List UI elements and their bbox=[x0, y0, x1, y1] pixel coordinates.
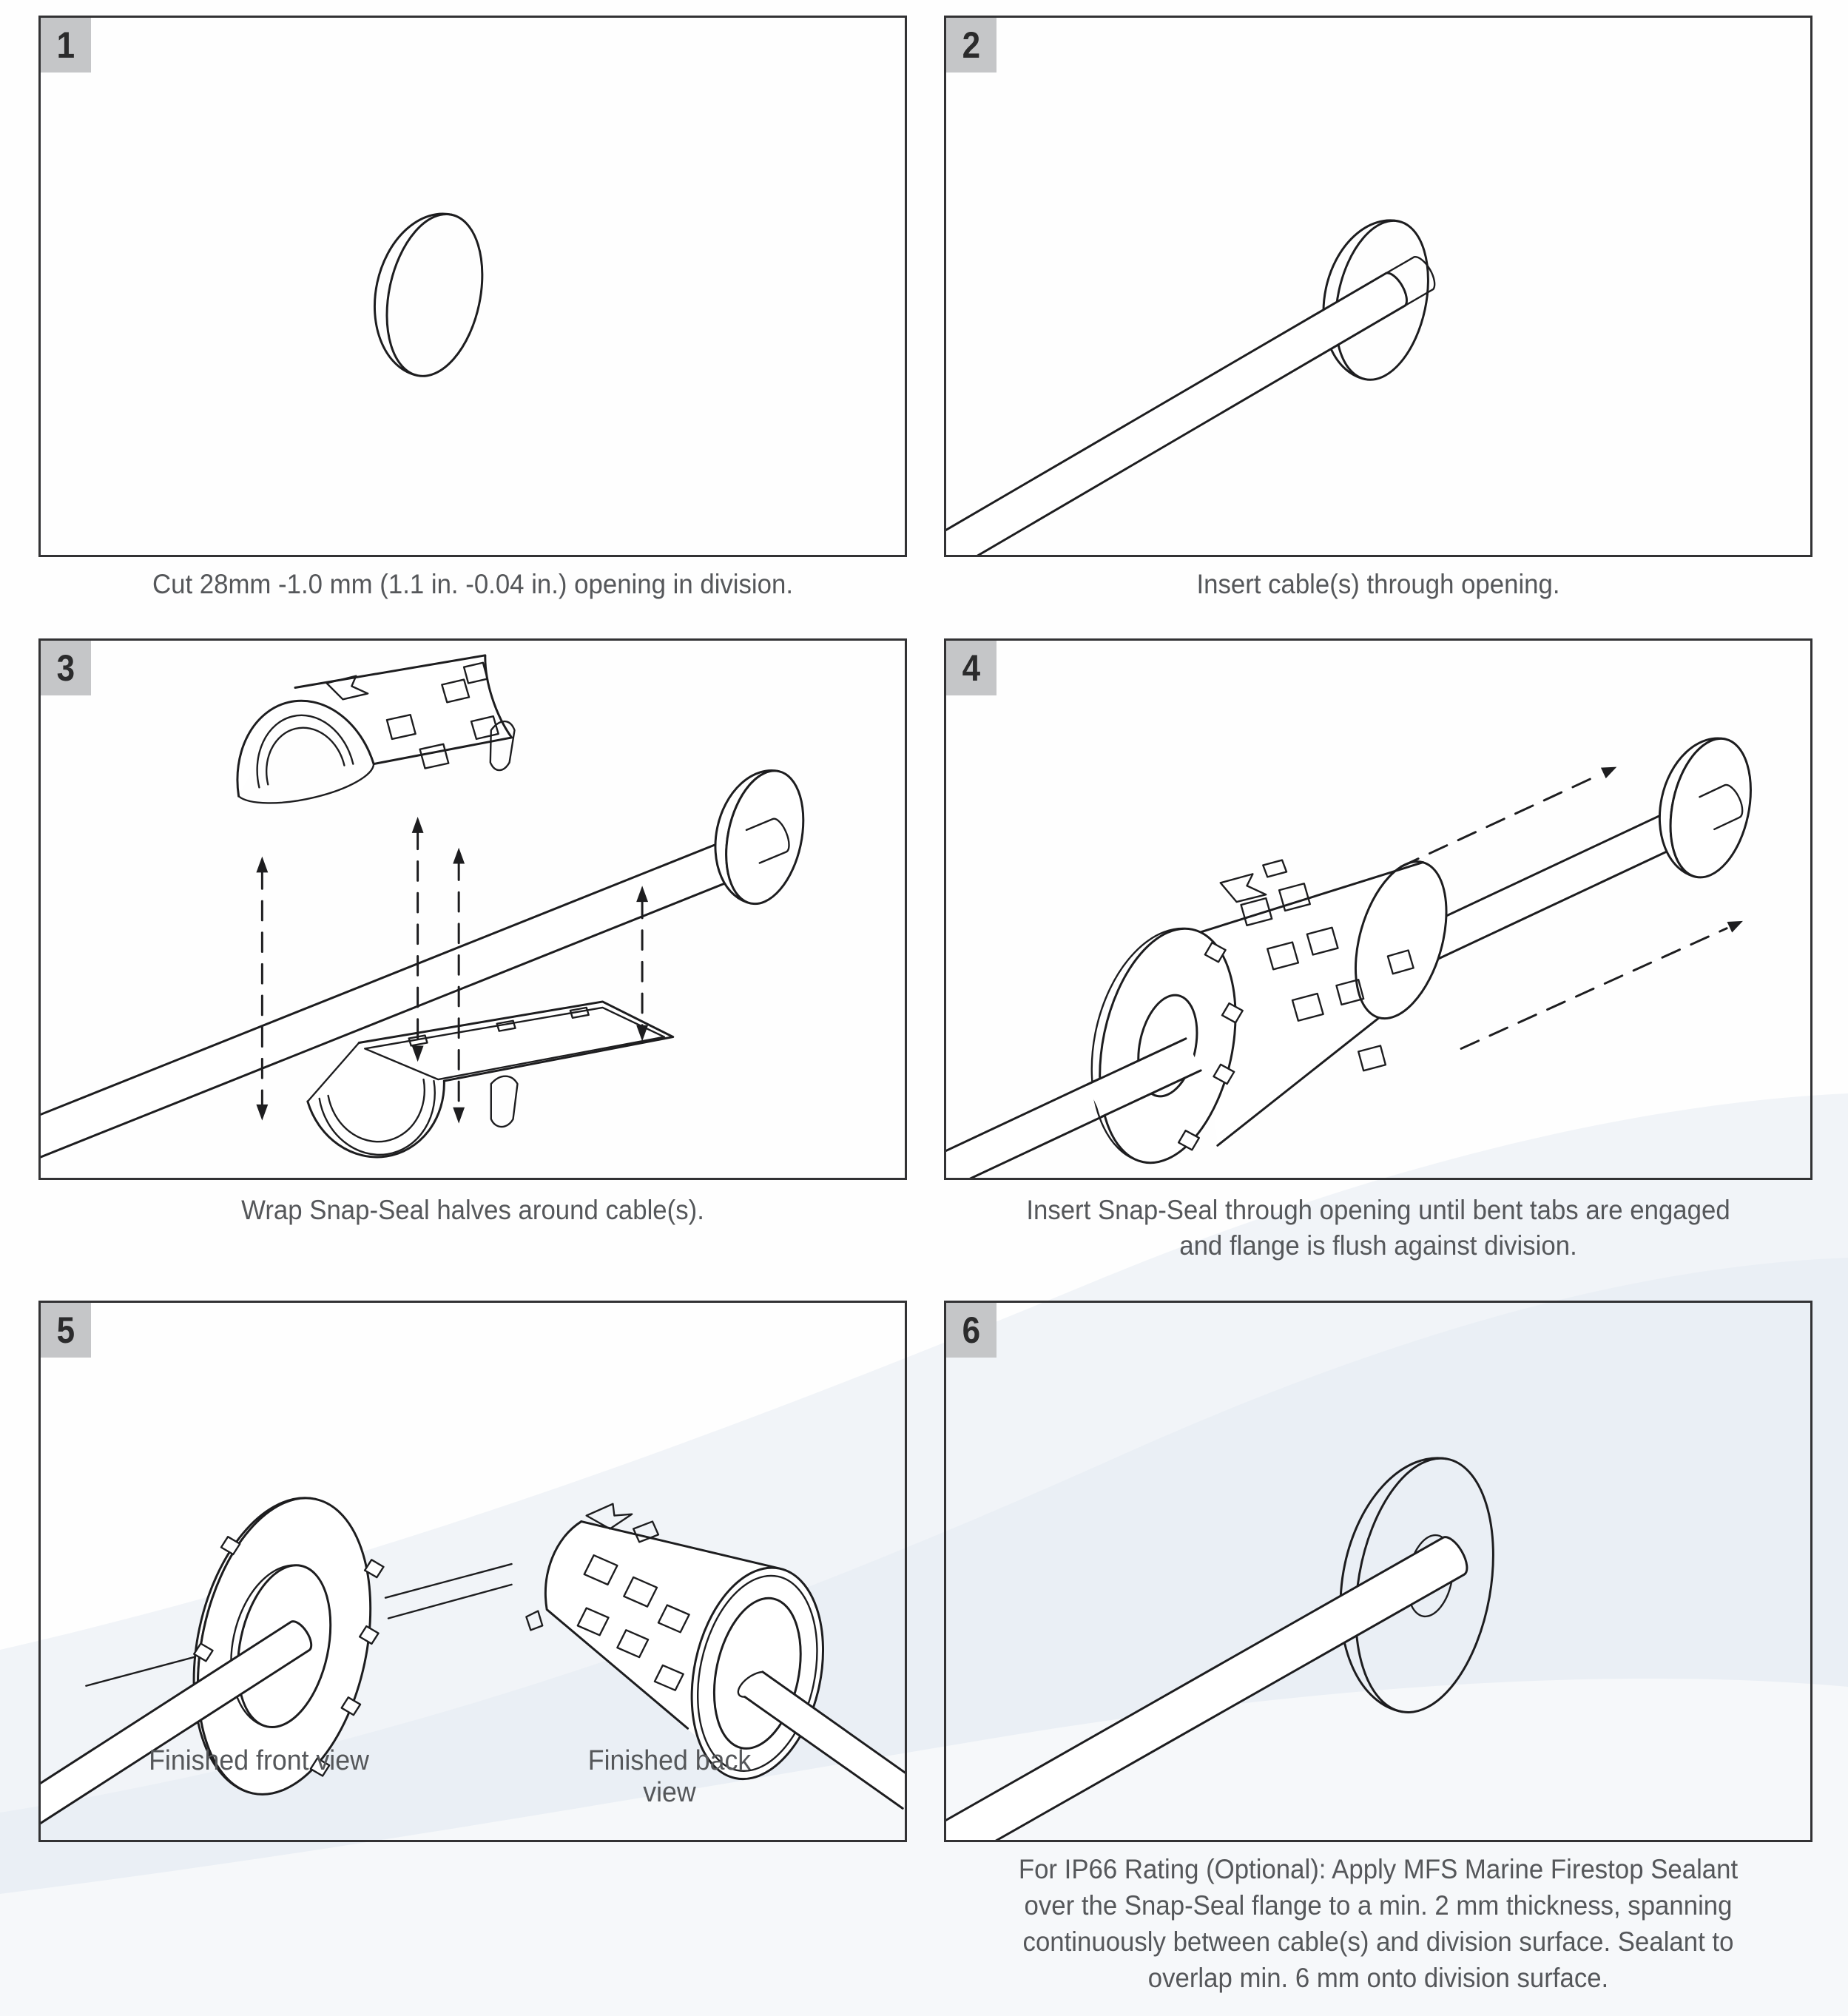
bent-tab bbox=[1219, 873, 1267, 903]
step-number-badge: 6 bbox=[946, 1303, 996, 1358]
latch-tab bbox=[489, 720, 516, 772]
step-number: 6 bbox=[962, 1309, 981, 1351]
step-panel-2: 2 bbox=[944, 16, 1812, 557]
cable-through-hole bbox=[1699, 783, 1744, 831]
step-number-badge: 2 bbox=[946, 18, 996, 73]
assembly-arrows bbox=[256, 817, 649, 1124]
finished-front-view bbox=[41, 1497, 513, 1825]
step-number: 4 bbox=[962, 647, 981, 689]
bent-tab bbox=[633, 1520, 660, 1543]
opening-disc bbox=[1658, 737, 1752, 879]
bent-tab bbox=[326, 675, 369, 701]
snap-seal-flange bbox=[1085, 927, 1244, 1164]
step-number-badge: 1 bbox=[41, 18, 91, 73]
step-1-illustration bbox=[373, 212, 484, 377]
step-panel-6: 6 bbox=[944, 1301, 1812, 1842]
back-view-label: Finished back view bbox=[587, 1745, 752, 1808]
opening-disc bbox=[373, 212, 484, 377]
step-number: 2 bbox=[962, 24, 981, 66]
front-view-label: Finished front view bbox=[149, 1745, 369, 1776]
step-3-illustration bbox=[41, 654, 805, 1159]
sealant-disc bbox=[1339, 1457, 1494, 1713]
step-6-illustration bbox=[946, 1457, 1494, 1840]
cable bbox=[946, 256, 1436, 555]
cable bbox=[41, 1620, 313, 1825]
snap-seal-body bbox=[1193, 859, 1448, 1147]
step-panel-5: 5 Finished front view Finished back view bbox=[38, 1301, 907, 1842]
opening-disc bbox=[714, 769, 805, 906]
snap-seal-bottom-half bbox=[306, 1000, 675, 1159]
step-number: 5 bbox=[56, 1309, 75, 1351]
step-3-caption: Wrap Snap-Seal halves around cable(s). bbox=[241, 1195, 704, 1225]
bent-tab bbox=[1262, 859, 1288, 878]
cable bbox=[744, 1671, 905, 1809]
step-5-illustration bbox=[41, 1497, 905, 1825]
step-4-illustration bbox=[946, 737, 1752, 1178]
step-2-caption: Insert cable(s) through opening. bbox=[1196, 569, 1560, 599]
step-4-caption: Insert Snap-Seal through opening until b… bbox=[1026, 1195, 1730, 1261]
step-6-caption: For IP66 Rating (Optional): Apply MFS Ma… bbox=[1018, 1854, 1739, 1993]
bent-tab bbox=[585, 1503, 633, 1530]
cable-through-hole bbox=[745, 817, 790, 864]
opening-disc bbox=[1322, 219, 1429, 381]
insert-direction-arrows bbox=[1400, 766, 1743, 1050]
step-1-caption: Cut 28mm -1.0 mm (1.1 in. -0.04 in.) ope… bbox=[152, 569, 794, 599]
step-panel-1: 1 bbox=[38, 16, 907, 557]
step-number-badge: 4 bbox=[946, 641, 996, 695]
step-2-illustration bbox=[946, 219, 1436, 555]
step-panel-3: 3 bbox=[38, 638, 907, 1180]
step-number: 3 bbox=[56, 647, 75, 689]
latch-tab bbox=[490, 1075, 519, 1128]
step-number-badge: 3 bbox=[41, 641, 91, 695]
cable bbox=[946, 1536, 1468, 1840]
step-number: 1 bbox=[56, 24, 75, 66]
step-panel-4: 4 bbox=[944, 638, 1812, 1180]
snap-seal-top-half bbox=[236, 654, 516, 804]
finished-back-view bbox=[525, 1503, 905, 1810]
step-number-badge: 5 bbox=[41, 1303, 91, 1358]
